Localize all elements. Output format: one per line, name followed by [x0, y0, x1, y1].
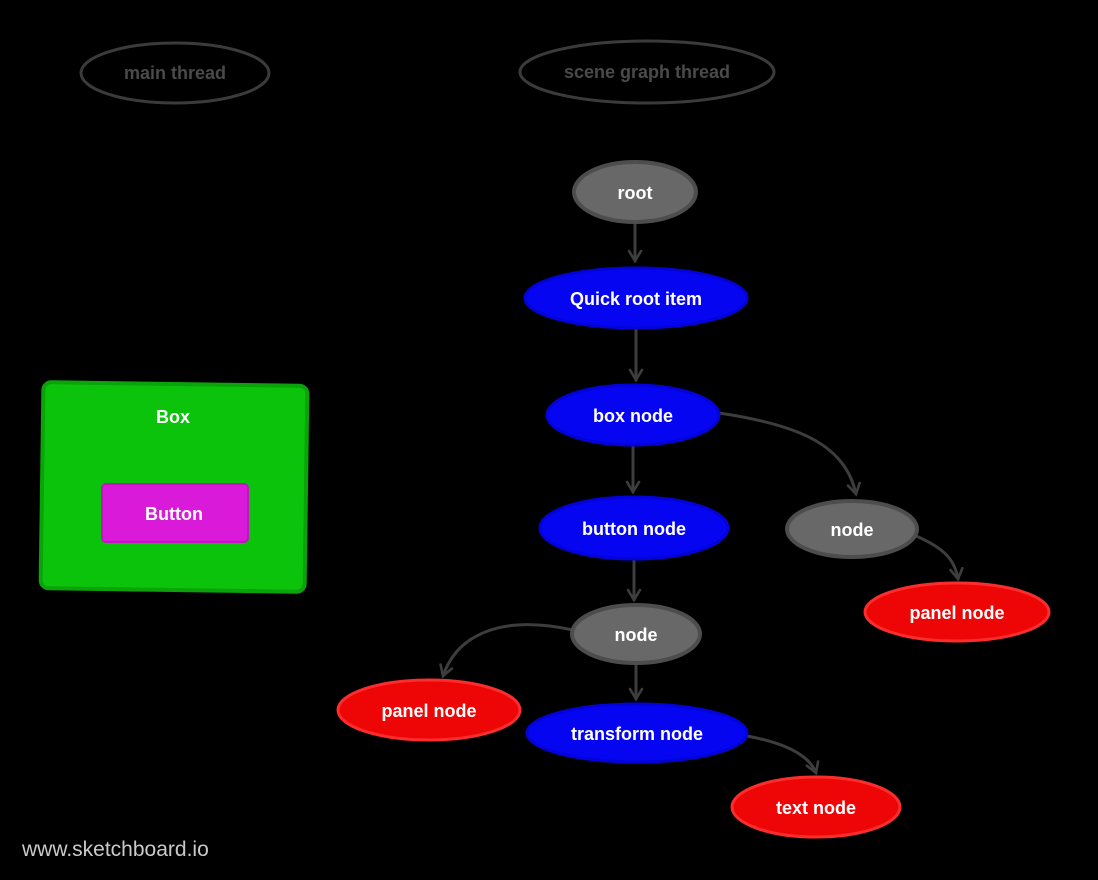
node-button-node-shape[interactable] [538, 495, 730, 561]
node-text[interactable]: text node [730, 775, 902, 839]
edges-group [439, 221, 964, 776]
node-panel-right[interactable]: panel node [863, 581, 1051, 643]
node-panel-right-label: panel node [909, 603, 1004, 623]
node-transform-label: transform node [571, 724, 703, 744]
node-middle-shape[interactable] [570, 603, 702, 665]
node-middle-label: node [615, 625, 658, 645]
node-root[interactable]: root [572, 160, 698, 224]
node-right-label: node [831, 520, 874, 540]
scene-graph-thread-ellipse[interactable] [518, 39, 776, 105]
sketchboard-watermark: www.sketchboard.io [21, 838, 209, 861]
main-thread-label: main thread [124, 63, 226, 83]
edge-node-middle-to-panel-node-left[interactable] [439, 623, 575, 679]
node-button-node-label: button node [582, 519, 686, 539]
node-quick-root-item-shape[interactable] [523, 266, 749, 330]
scene-graph-thread-group[interactable]: scene graph thread [518, 39, 776, 105]
node-root-shape[interactable] [572, 160, 698, 224]
node-text-shape[interactable] [730, 775, 902, 839]
main-thread-ellipse[interactable] [79, 41, 271, 105]
edge-transform-node-to-text-node[interactable] [745, 734, 820, 776]
node-panel-left-label: panel node [381, 701, 476, 721]
edge-box-node-to-node-right[interactable] [717, 411, 861, 497]
node-right[interactable]: node [785, 499, 919, 559]
node-transform[interactable]: transform node [525, 702, 749, 764]
box-preview-group[interactable]: Box Button [38, 380, 310, 594]
node-text-label: text node [776, 798, 856, 818]
node-panel-right-shape[interactable] [863, 581, 1051, 643]
node-quick-root-item[interactable]: Quick root item [523, 266, 749, 330]
button-label: Button [145, 504, 203, 524]
main-thread-group[interactable]: main thread [79, 41, 271, 105]
node-root-label: root [618, 183, 653, 203]
node-transform-shape[interactable] [525, 702, 749, 764]
node-button-node[interactable]: button node [538, 495, 730, 561]
node-box-node[interactable]: box node [545, 383, 721, 447]
edge-node-right-to-panel-node-right[interactable] [914, 534, 964, 582]
button-rect[interactable] [101, 483, 249, 543]
node-panel-left-shape[interactable] [336, 678, 522, 742]
box-label: Box [156, 407, 190, 427]
node-panel-left[interactable]: panel node [336, 678, 522, 742]
node-middle[interactable]: node [570, 603, 702, 665]
node-quick-root-item-label: Quick root item [570, 289, 702, 309]
node-right-shape[interactable] [785, 499, 919, 559]
node-box-node-label: box node [593, 406, 673, 426]
node-box-node-shape[interactable] [545, 383, 721, 447]
scene-graph-thread-label: scene graph thread [564, 62, 730, 82]
